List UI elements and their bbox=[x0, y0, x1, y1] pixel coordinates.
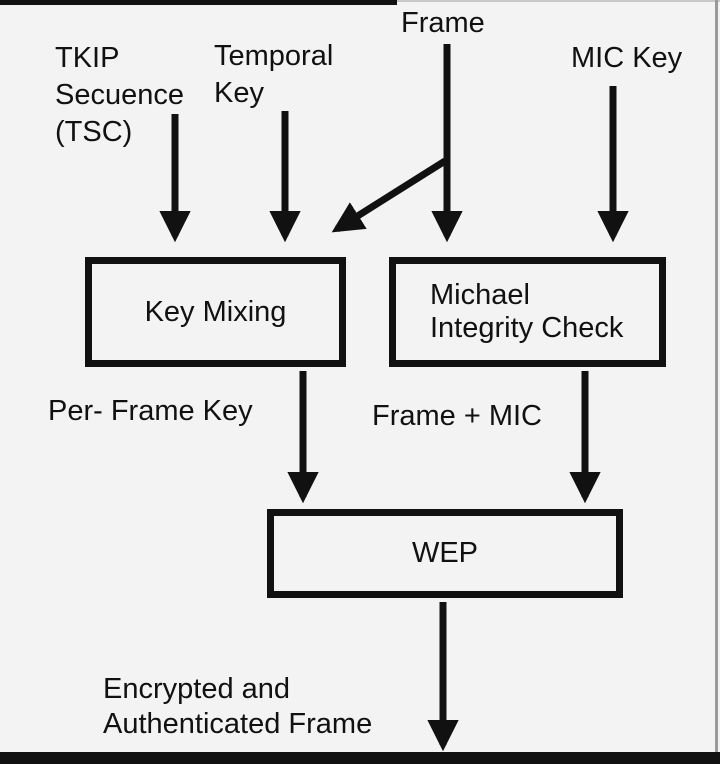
label-tkip-sequence: TKIP Secuence (TSC) bbox=[55, 42, 184, 148]
box-michael-label: Michael Integrity Check bbox=[430, 279, 624, 344]
label-frame-plus-mic: Frame + MIC bbox=[372, 400, 542, 432]
box-key-mixing-label: Key Mixing bbox=[144, 295, 287, 328]
arrow-frame-to-key-mixing bbox=[331, 158, 447, 233]
box-key-mixing: Key Mixing bbox=[85, 257, 346, 367]
bottom-border-bar bbox=[0, 752, 720, 764]
right-border-line bbox=[715, 0, 718, 764]
label-per-frame-key: Per- Frame Key bbox=[48, 395, 253, 427]
label-encrypted-authenticated-frame: Encrypted and Authenticated Frame bbox=[103, 673, 373, 740]
box-wep: WEP bbox=[267, 509, 623, 598]
label-mic-key: MIC Key bbox=[571, 42, 683, 74]
top-border-bar bbox=[0, 0, 397, 5]
top-hairline bbox=[397, 0, 720, 2]
box-michael-integrity-check: Michael Integrity Check bbox=[389, 257, 666, 367]
label-temporal-key: Temporal Key bbox=[214, 40, 334, 109]
box-wep-label: WEP bbox=[411, 537, 479, 569]
label-frame-input: Frame bbox=[401, 7, 485, 39]
